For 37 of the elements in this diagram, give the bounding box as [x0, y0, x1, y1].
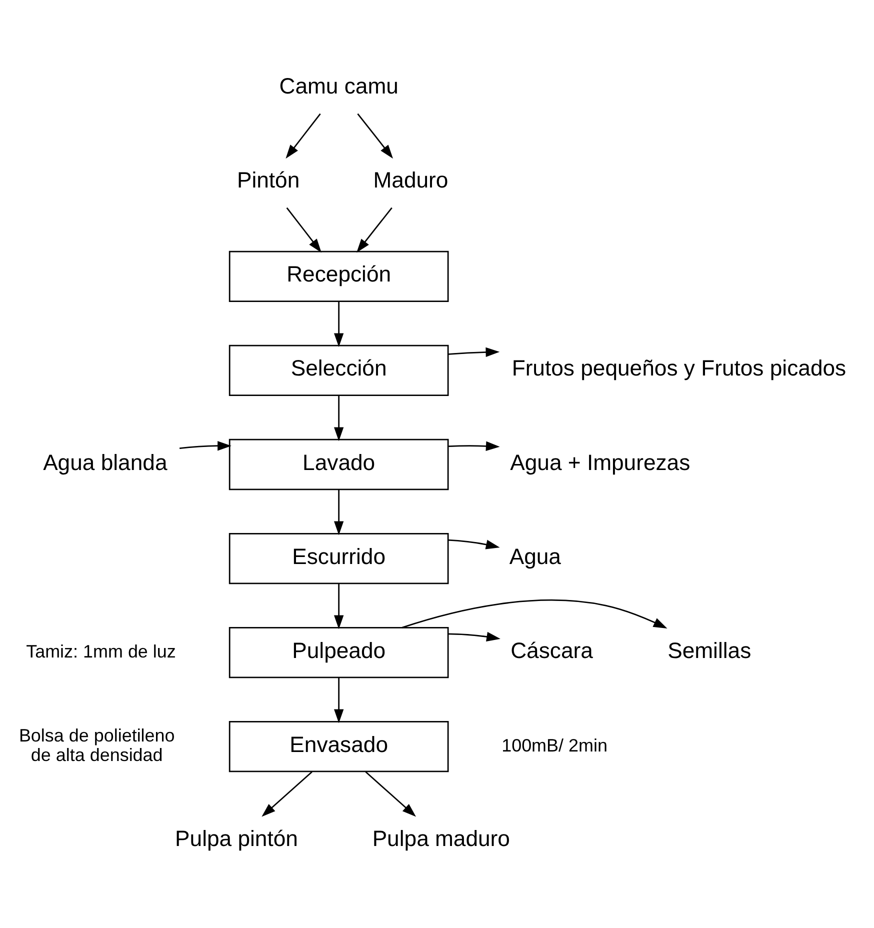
arrow: [334, 583, 344, 629]
arrow: [334, 395, 344, 441]
arrow: [334, 677, 344, 723]
node-text: Camu camu: [279, 73, 398, 98]
arrow: [448, 538, 500, 549]
node-label: Bolsa de polietileno de alta densidad: [18, 725, 175, 764]
node-text: Pulpa pintón: [175, 825, 298, 850]
arrow: [448, 631, 500, 641]
node-box: Selección: [228, 344, 449, 396]
node-text: Semillas: [668, 637, 752, 662]
node-text: Frutos pequeños y Frutos picados: [512, 355, 846, 380]
node-text: Maduro: [373, 167, 448, 192]
arrow: [402, 598, 668, 628]
node-text: Agua + Impurezas: [510, 449, 690, 474]
node-text: Pintón: [236, 167, 300, 192]
node-box: Escurrido: [228, 532, 449, 584]
arrow: [334, 489, 344, 535]
node-label: Tamiz: 1mm de luz: [26, 640, 176, 661]
arrow: [365, 770, 416, 816]
arrow: [356, 206, 392, 252]
arrow: [334, 301, 344, 347]
node-box: Envasado: [228, 720, 449, 772]
arrow: [262, 770, 312, 816]
arrow: [448, 440, 500, 450]
node-box: Recepción: [228, 250, 449, 302]
node-box: Pulpeado: [228, 626, 449, 678]
arrow: [286, 206, 322, 252]
arrow: [286, 112, 321, 158]
node-text: Agua blanda: [43, 449, 168, 474]
arrow: [448, 346, 500, 356]
node-text: Agua: [509, 543, 561, 568]
arrow: [357, 112, 394, 158]
node-label: 100mB/ 2min: [502, 734, 608, 755]
arrow: [179, 440, 232, 450]
node-box: Lavado: [228, 438, 449, 490]
node-text: Cáscara: [510, 637, 593, 662]
node-text: Pulpa maduro: [372, 825, 510, 850]
